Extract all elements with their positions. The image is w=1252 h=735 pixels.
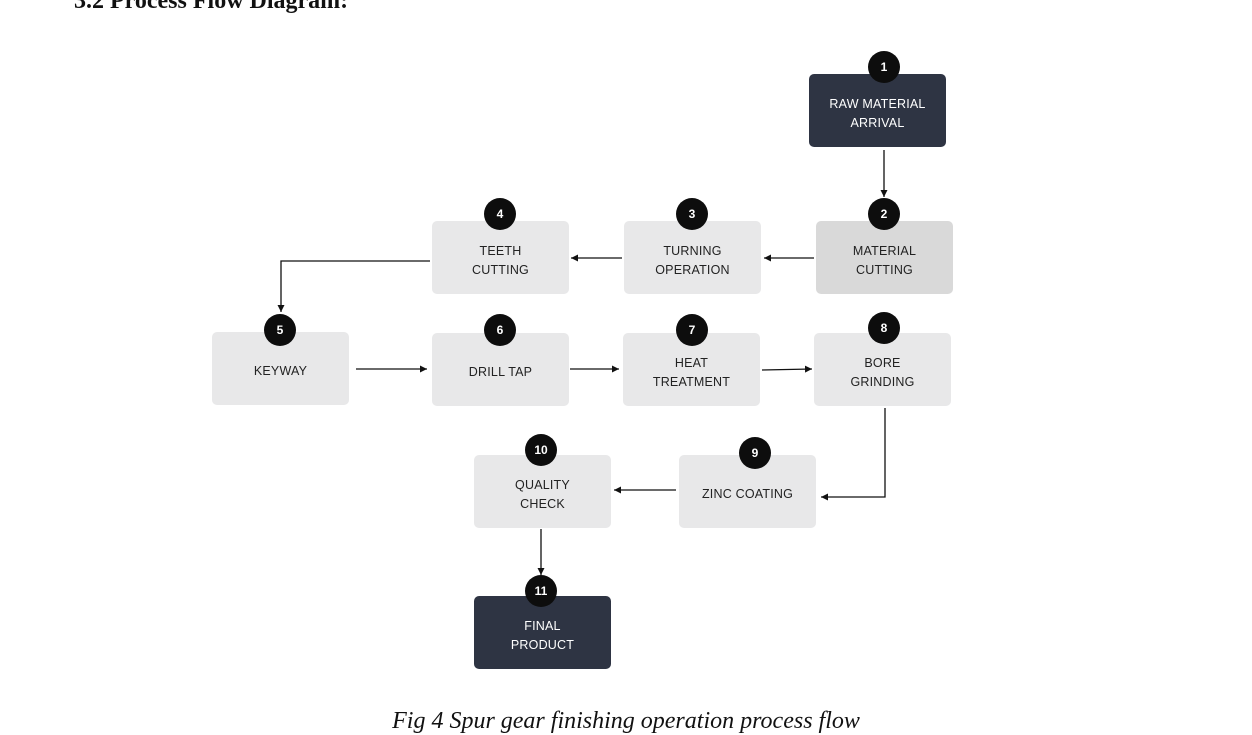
step-number-badge: 5	[264, 314, 296, 346]
step-label: TURNING OPERATION	[655, 244, 730, 277]
arrow-8-to-9	[821, 408, 886, 501]
step-number-badge: 11	[525, 575, 557, 607]
step-number-badge: 2	[868, 198, 900, 230]
step-number-badge: 1	[868, 51, 900, 83]
step-label: DRILL TAP	[468, 365, 533, 380]
step-number-badge: 4	[484, 198, 516, 230]
arrow-4-to-5	[277, 260, 430, 312]
figure-caption: Fig 4 Spur gear finishing operation proc…	[392, 708, 860, 734]
step-label: BORE GRINDING	[850, 356, 915, 389]
step-box-raw-material-arrival: RAW MATERIAL ARRIVAL	[809, 74, 946, 147]
step-box-teeth-cutting: TEETH CUTTING	[432, 221, 569, 294]
step-label: QUALITY CHECK	[515, 478, 570, 511]
step-box-quality-check: QUALITY CHECK	[474, 455, 611, 528]
step-number-badge: 8	[868, 312, 900, 344]
step-number-badge: 10	[525, 434, 557, 466]
arrow-7-to-8	[761, 365, 813, 373]
step-number-badge: 9	[739, 437, 771, 469]
step-number-badge: 6	[484, 314, 516, 346]
step-label: ZINC COATING	[701, 487, 794, 502]
step-box-turning-operation: TURNING OPERATION	[624, 221, 761, 294]
step-box-final-product: FINAL PRODUCT	[474, 596, 611, 669]
step-label: HEAT TREATMENT	[652, 356, 731, 389]
step-label: FINAL PRODUCT	[510, 619, 575, 652]
step-box-material-cutting: MATERIAL CUTTING	[816, 221, 953, 294]
step-number-badge: 7	[676, 314, 708, 346]
step-label: RAW MATERIAL ARRIVAL	[829, 97, 926, 130]
step-label: KEYWAY	[253, 364, 308, 379]
step-label: MATERIAL CUTTING	[852, 244, 917, 277]
step-label: TEETH CUTTING	[472, 244, 529, 277]
section-heading: 3.2 Process Flow Diagram:	[74, 0, 349, 14]
step-number-badge: 3	[676, 198, 708, 230]
step-box-heat-treatment: HEAT TREATMENT	[623, 333, 760, 406]
step-box-bore-grinding: BORE GRINDING	[814, 333, 951, 406]
